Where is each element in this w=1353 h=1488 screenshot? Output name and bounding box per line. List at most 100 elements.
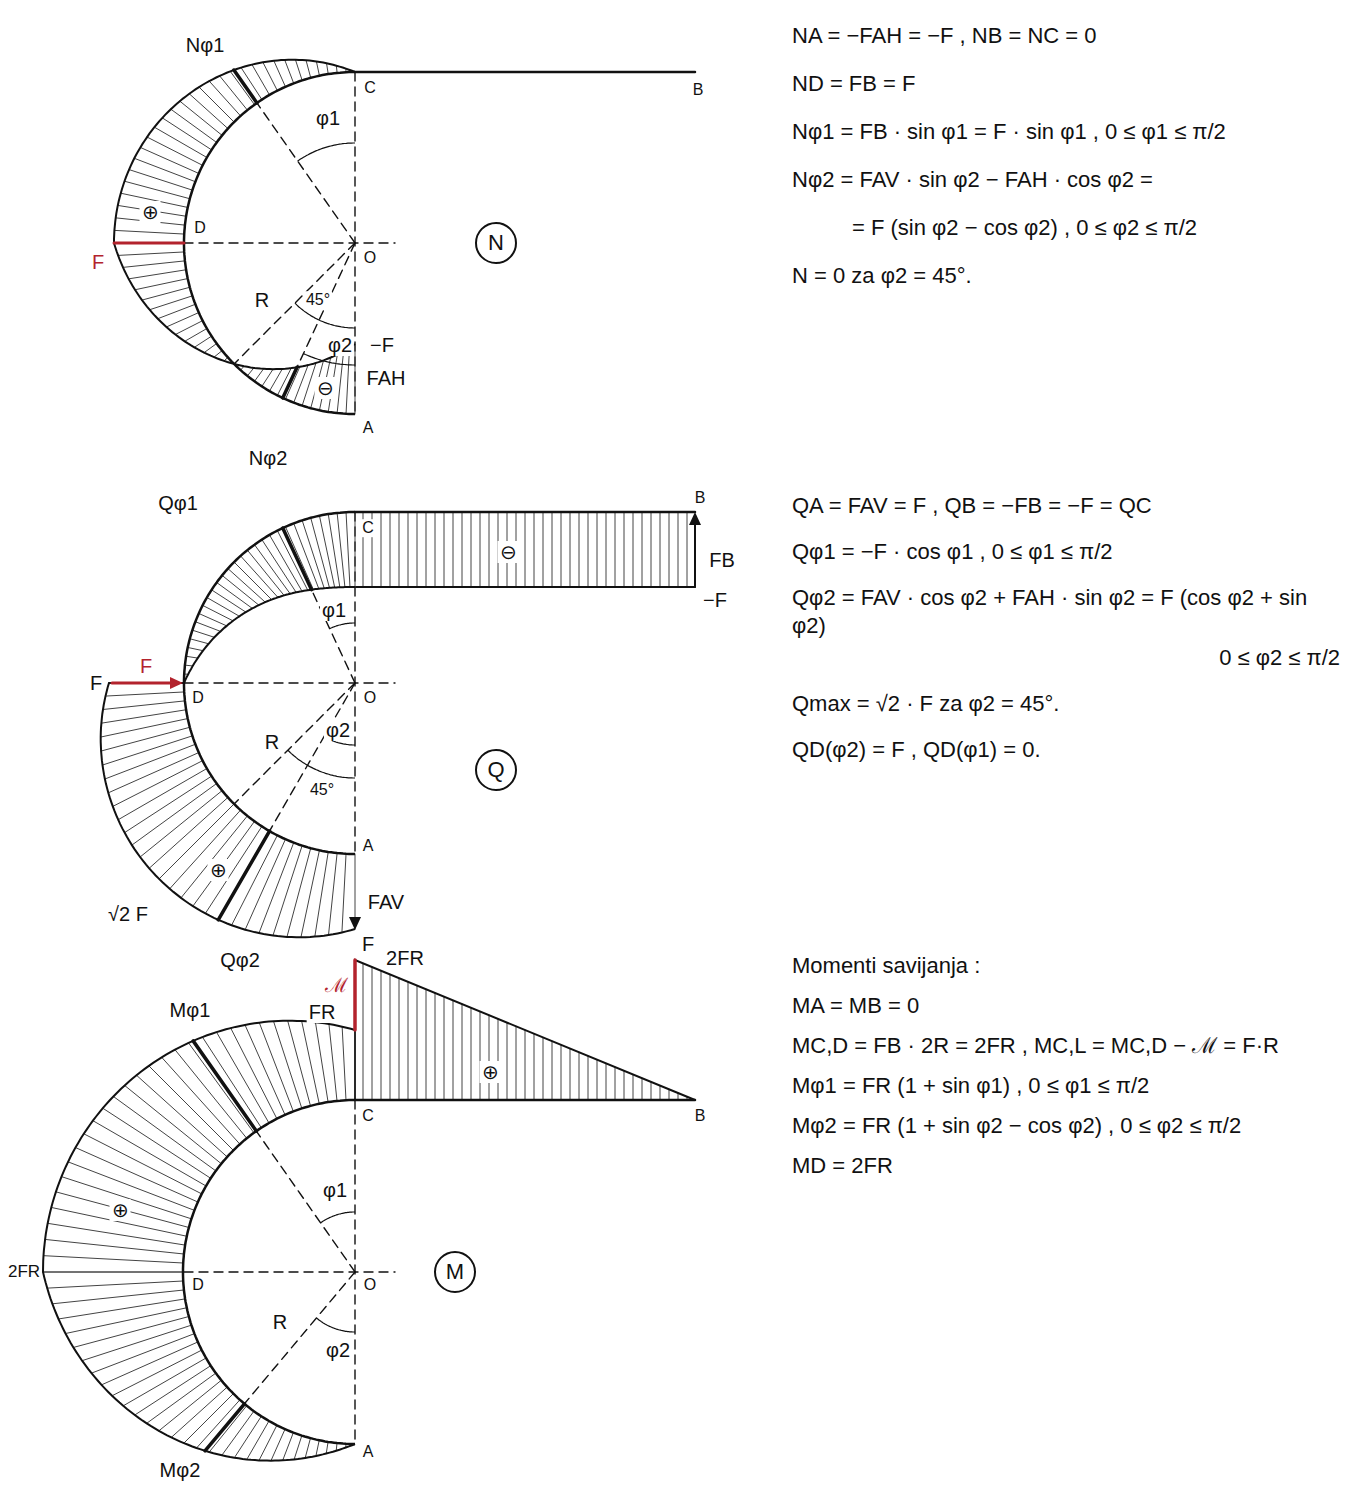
moment-curve — [355, 960, 695, 1100]
normal-force-hatch — [285, 60, 294, 83]
bending-moment-hatch — [222, 1411, 254, 1455]
diagram-label: B — [693, 489, 708, 507]
diagram-label: O — [362, 1276, 378, 1294]
shear-hatch — [489, 512, 490, 587]
normal-force-hatch — [147, 137, 203, 165]
shear-hatch — [561, 512, 562, 587]
diagram-label: F — [138, 655, 154, 677]
shear-force-hatch — [228, 569, 265, 603]
moment-hatch — [570, 1049, 571, 1100]
diagram-label: φ2 — [324, 719, 352, 741]
normal-force-hatch — [270, 369, 283, 391]
normal-force-hatch — [114, 243, 184, 244]
circled-letter: Q — [475, 749, 517, 791]
force-ordinate — [114, 242, 184, 245]
bending-moment-hatch — [234, 1416, 261, 1457]
section-line — [234, 70, 257, 103]
moment-hatch — [408, 982, 409, 1100]
bending-moment-hatch — [288, 1021, 311, 1106]
formula-line: Nφ1 = FB · sin φ1 = F · sin φ1 , 0 ≤ φ1 … — [792, 118, 1340, 146]
moment-hatch — [372, 967, 373, 1100]
moment-hatch — [651, 1082, 652, 1100]
moment-hatch — [489, 1015, 490, 1100]
bending-moment-hatch — [162, 1057, 240, 1144]
bending-moment-hatch — [68, 1162, 194, 1211]
bending-moment-hatch — [137, 1075, 228, 1157]
normal-force-hatch — [327, 63, 329, 74]
normal-force-hatch — [123, 261, 185, 268]
shear-force-hatch — [287, 848, 311, 937]
normal-force-hatch — [204, 344, 217, 353]
normal-force-hatch — [316, 62, 319, 76]
diagram-label: O — [362, 689, 378, 707]
bending-moment-hatch — [113, 1096, 215, 1170]
formula-line: Qφ2 = FAV · cos φ2 + FAH · sin φ2 = F (c… — [792, 584, 1340, 640]
shear-hatch — [408, 512, 409, 587]
diagram-label: ⊖ — [498, 541, 519, 563]
bending-moment-hatch — [171, 1387, 227, 1437]
diagram-label: 2FR — [6, 1263, 42, 1282]
shear-force-hatch — [346, 512, 350, 587]
bending-moment-hatch — [47, 1281, 183, 1288]
beam-line — [355, 1099, 695, 1102]
diagram-label: −F — [701, 589, 729, 611]
diagram-label: O — [362, 249, 378, 267]
normal-force-hatch — [129, 170, 192, 191]
bending-moment-hatch — [84, 1134, 202, 1194]
shear-force-curve — [101, 587, 355, 937]
radius-line — [283, 243, 355, 398]
formula-line: Qφ1 = −F · cos φ1 , 0 ≤ φ1 ≤ π/2 — [792, 538, 1340, 566]
bending-moment-hatch — [316, 1440, 319, 1456]
formula-line: = F (sin φ2 − cos φ2) , 0 ≤ φ2 ≤ π/2 — [792, 214, 1340, 242]
diagram-label: φ2 — [324, 1339, 352, 1361]
moment-hatch — [426, 989, 427, 1100]
normal-force-curve — [114, 60, 355, 369]
shear-hatch — [570, 512, 571, 587]
section-line — [193, 1041, 256, 1131]
shear-hatch — [471, 512, 472, 587]
angle-arc — [298, 143, 355, 161]
diagram-label: R — [263, 731, 281, 753]
shear-force-hatch — [118, 769, 207, 820]
beam-axis-arc — [184, 72, 355, 414]
shear-force-hatch — [170, 810, 241, 889]
moment-hatch — [516, 1026, 517, 1100]
diagram-label: R — [253, 289, 271, 311]
diagram-label: F — [90, 251, 106, 273]
moment-hatch — [552, 1041, 553, 1100]
shear-force-hatch — [328, 514, 340, 587]
shear-force-hatch — [203, 605, 233, 620]
diagram-label: Qφ2 — [218, 949, 262, 971]
diagram-label: F — [88, 672, 104, 694]
diagram-label: ⊕ — [110, 1199, 131, 1221]
diagram-label: ⊕ — [480, 1061, 501, 1083]
diagram-label: FB — [707, 549, 737, 571]
shear-hatch — [426, 512, 427, 587]
shear-hatch — [660, 512, 661, 587]
moment-hatch — [471, 1008, 472, 1100]
bending-moment-hatch — [189, 1043, 254, 1133]
shear-force-hatch — [205, 826, 262, 913]
shear-force-hatch — [315, 852, 328, 937]
formula-line: Momenti savijanja : — [792, 952, 1340, 980]
shear-hatch — [678, 512, 679, 587]
angle-arc — [288, 750, 355, 778]
shear-force-hatch — [113, 761, 203, 807]
shear-force-hatch — [101, 719, 188, 737]
diagram-label: D — [192, 219, 208, 237]
moment-hatch — [633, 1074, 634, 1100]
radius-line — [257, 103, 355, 243]
bending-moment-hatch — [259, 1425, 277, 1460]
bending-moment-hatch — [91, 1334, 194, 1374]
angle-arc — [321, 1212, 355, 1223]
bending-moment-curve — [43, 1021, 355, 1461]
load-arrow — [112, 682, 172, 685]
shear-hatch — [552, 512, 553, 587]
moment-hatch — [390, 974, 391, 1100]
bending-moment-hatch — [76, 1148, 198, 1202]
normal-force-hatch — [185, 329, 207, 342]
bending-moment-hatch — [329, 1024, 337, 1101]
axis-line — [184, 242, 395, 243]
shear-hatch — [444, 512, 445, 587]
bending-moment-hatch — [184, 1394, 233, 1443]
